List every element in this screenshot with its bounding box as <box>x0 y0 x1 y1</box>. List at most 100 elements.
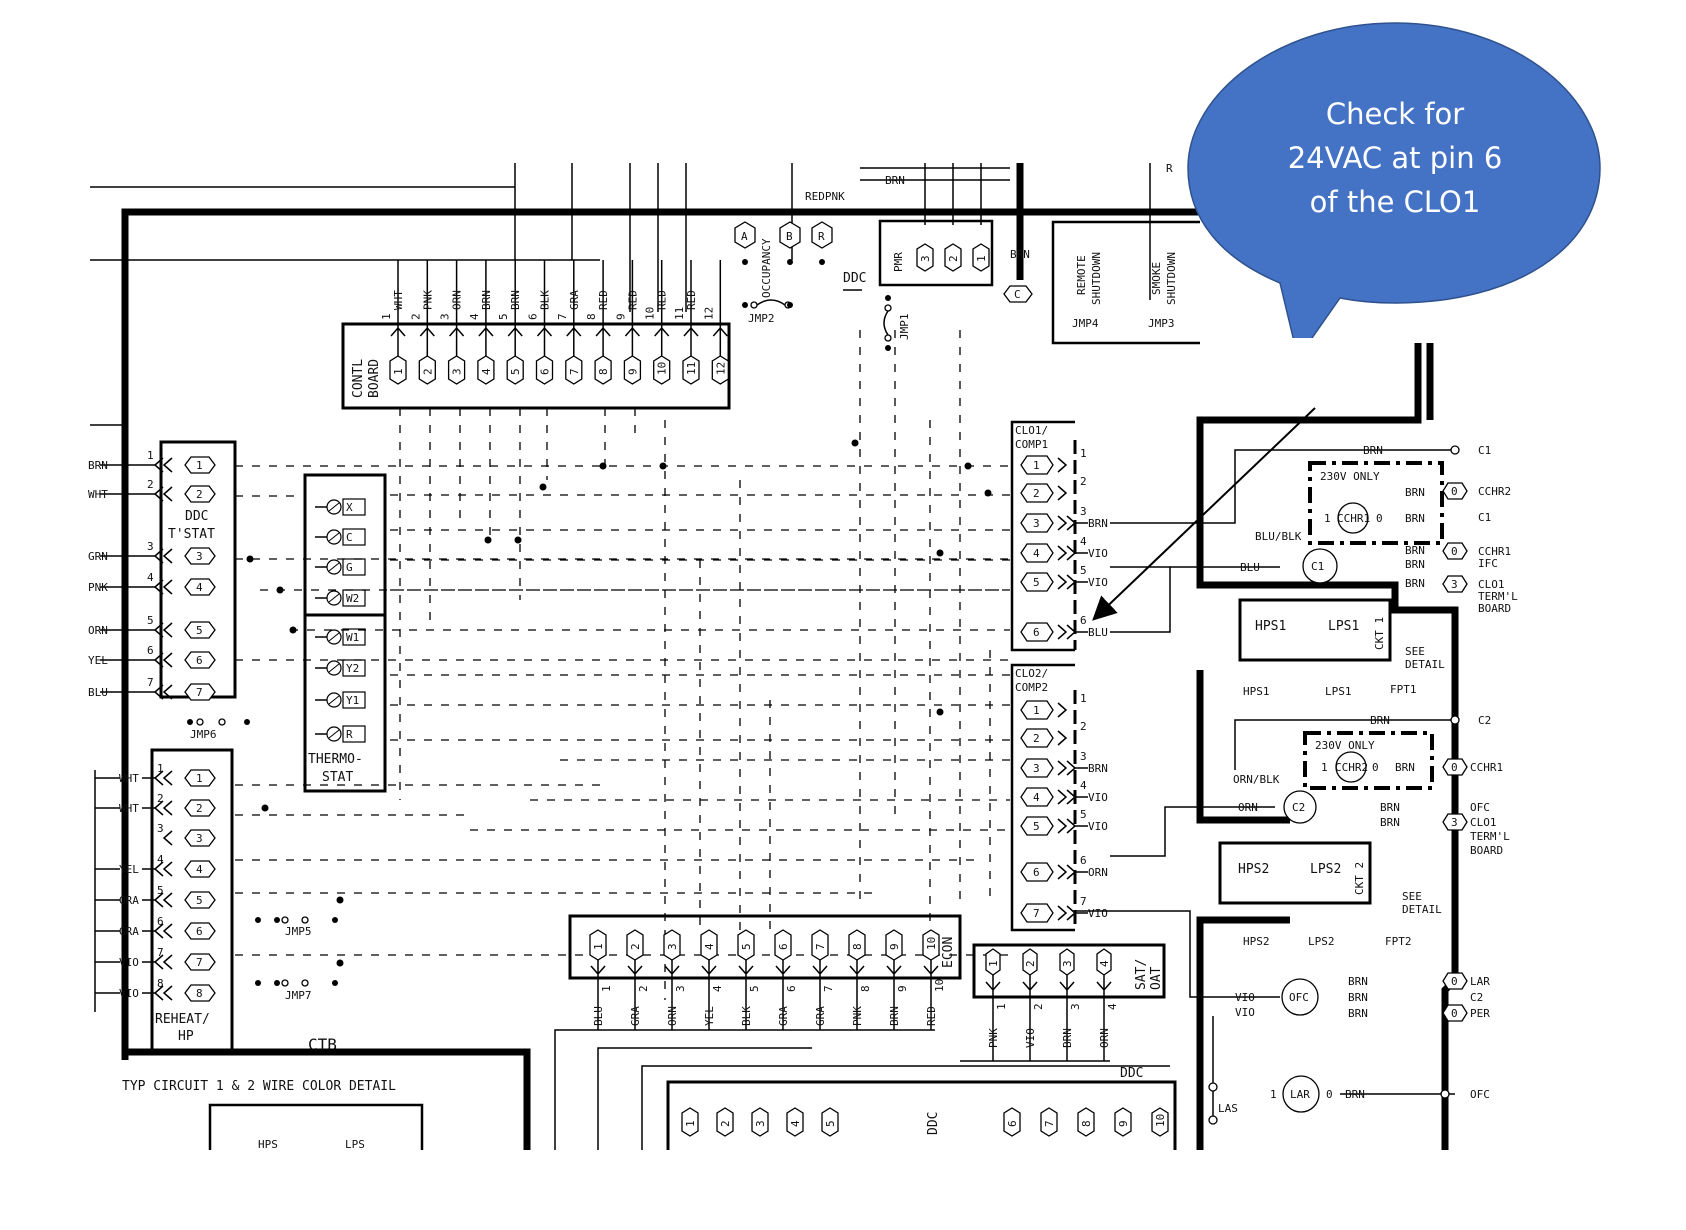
clo2-pin-6-hex <box>1020 862 1054 882</box>
ofc-lar-label: LAR <box>1470 975 1490 988</box>
c2-brn-c: BRN <box>1380 816 1400 829</box>
clo1-pin-6-hex <box>1020 622 1054 642</box>
contl-pin-num: 6 <box>527 313 540 320</box>
ckt2-detail: DETAIL <box>1402 903 1442 916</box>
contl-pin-12-hex <box>711 355 729 385</box>
las-label: LAS <box>1218 1102 1238 1115</box>
contl-connector <box>624 326 640 356</box>
sat-wire-color: BRN <box>1061 1028 1074 1048</box>
reheat-pin-num: 3 <box>157 822 164 835</box>
sat-wire-color: VIO <box>1024 1028 1037 1048</box>
ckt1-lps: LPS1 <box>1328 619 1359 634</box>
sat-pin-4-label: 4 <box>1098 960 1111 967</box>
contl-pin-num: 12 <box>702 307 715 320</box>
clo1-wire-color: BRN <box>1088 517 1108 530</box>
contl-wire-color: GRA <box>568 290 581 310</box>
ckt1-c2: C2 <box>1478 714 1491 727</box>
tstat-pin-5-hex <box>184 621 216 639</box>
callout-bubble <box>1187 22 1601 338</box>
pmr-pin-1: 1 <box>975 255 988 262</box>
contl-connector <box>507 326 523 356</box>
reheat-wire-color: WHT <box>119 802 139 815</box>
econ-wire-color: PNK <box>851 1006 864 1026</box>
tstat-pin-num: 4 <box>147 571 154 584</box>
thermostat-terminal-W2: W2 <box>346 592 359 605</box>
c1-cchr1: CCHR1 <box>1337 512 1370 525</box>
clo2-pin-num: 3 <box>1080 750 1087 763</box>
contl-pin-5-hex <box>506 355 524 385</box>
ckt1-label: CKT 1 <box>1373 617 1386 650</box>
c2-230v-only: 230V ONLY <box>1315 739 1375 752</box>
reheat-pin-num: 6 <box>157 915 164 928</box>
ddc-bottom-arrow-label: DDC <box>1120 1066 1143 1081</box>
tstat-wire-color: BRN <box>88 459 108 472</box>
ddc-bottom-pin-10-label: 10 <box>1154 1114 1167 1127</box>
econ-pin-1-label: 1 <box>592 943 605 950</box>
contl-board-title-1: CONTL <box>351 359 366 398</box>
jmp5-label: JMP5 <box>285 925 312 938</box>
thermostat-terminal-Y1: Y1 <box>346 694 359 707</box>
dashed-wires <box>235 330 1010 1000</box>
econ-pin-num: 8 <box>859 985 872 992</box>
tstat-pin-num: 5 <box>147 614 154 627</box>
c2-cchr2: CCHR2 <box>1335 761 1368 774</box>
contl-pin-7-hex <box>565 355 583 385</box>
contl-pin-1-label: 1 <box>392 368 405 375</box>
ddc-tstat-title-2: T'STAT <box>168 527 215 542</box>
thermostat-title-1: THERMO- <box>308 752 363 767</box>
clo2-pin-4-label: 4 <box>1033 791 1040 804</box>
reheat-wire-color: VIO <box>119 987 139 1000</box>
thermostat-terminal-C: C <box>346 531 353 544</box>
ckt1-sw-fpt: FPT1 <box>1390 683 1417 696</box>
pmr-pin-2: 2 <box>947 255 960 262</box>
clo1-pin-6-label: 6 <box>1033 626 1040 639</box>
ddc-arrow-label: DDC <box>843 271 866 286</box>
c2-orn-blk: ORN/BLK <box>1233 773 1280 786</box>
sat-pin-2-label: 2 <box>1024 960 1037 967</box>
contl-wire-color: RED <box>685 290 698 310</box>
ckt1-hps: HPS1 <box>1255 619 1286 634</box>
ckt2-sw-hps: HPS2 <box>1243 935 1270 948</box>
clo1-pin-3-label: 3 <box>1033 517 1040 530</box>
ddc-bottom-pin-6-label: 6 <box>1006 1120 1019 1127</box>
econ-wire-color: BLU <box>592 1006 605 1026</box>
occupancy-terminal-a: A <box>741 230 748 243</box>
tstat-pin-7-hex <box>184 683 216 701</box>
contl-connector <box>566 326 582 356</box>
clo2-wire-color: VIO <box>1088 791 1108 804</box>
ddc-bottom-pin-9-hex <box>1114 1107 1132 1137</box>
jmp7-label: JMP7 <box>285 989 312 1002</box>
clo2-title-2: COMP2 <box>1015 681 1048 694</box>
r-partial-label: R <box>1166 162 1173 175</box>
clo1-pin-num: 4 <box>1080 535 1087 548</box>
clo1-pin-num: 2 <box>1080 475 1087 488</box>
ddc-bottom-pin-4-label: 4 <box>789 1120 802 1127</box>
clo2-pin-num: 4 <box>1080 779 1087 792</box>
brn-vertical-label: BRN <box>1010 248 1030 261</box>
econ-pin-num: 4 <box>711 985 724 992</box>
contl-wire-color: ORN <box>451 290 464 310</box>
c2-board: BOARD <box>1470 844 1503 857</box>
ddc-bottom-pin-9-label: 9 <box>1117 1120 1130 1127</box>
clo1-title-1: CLO1/ <box>1015 424 1048 437</box>
reheat-pin-1-label: 1 <box>196 772 203 785</box>
occupancy-label: OCCUPANCY <box>760 238 773 298</box>
lar-motor: LAR <box>1290 1088 1310 1101</box>
jmp3-label: JMP3 <box>1148 317 1175 330</box>
c1-right-c1b: C1 <box>1478 511 1491 524</box>
remote-shutdown-2: SHUTDOWN <box>1090 252 1103 305</box>
econ-pin-9-label: 9 <box>888 943 901 950</box>
sat-pin-num: 2 <box>1032 1003 1045 1010</box>
econ-wire-color: BLK <box>740 1006 753 1026</box>
tstat-pin-num: 7 <box>147 676 154 689</box>
econ-wire-color: YEL <box>703 1006 716 1026</box>
contl-pin-num: 5 <box>497 313 510 320</box>
clo2-pin-5-label: 5 <box>1033 820 1040 833</box>
sat-pin-1-label: 1 <box>987 960 1000 967</box>
tstat-wire-color: ORN <box>88 624 108 637</box>
reheat-pin-num: 2 <box>157 792 164 805</box>
econ-pin-num: 6 <box>785 985 798 992</box>
econ-pin-num: 3 <box>674 985 687 992</box>
